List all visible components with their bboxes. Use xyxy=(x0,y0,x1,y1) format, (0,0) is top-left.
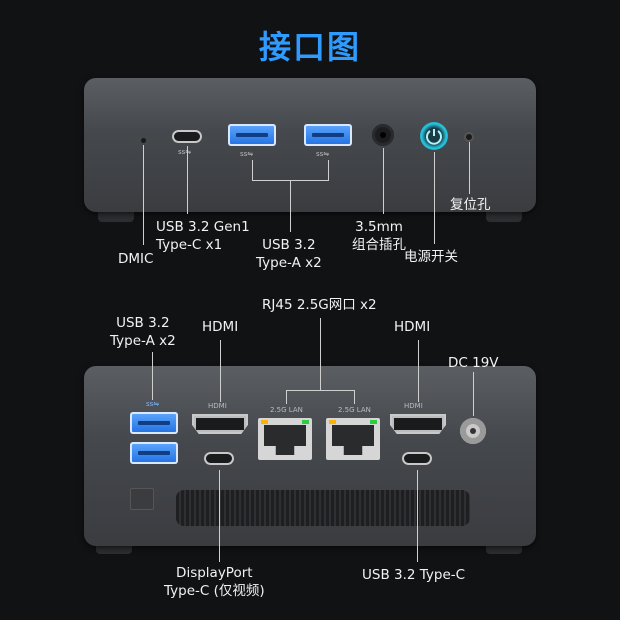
hdmi-port-left xyxy=(192,414,248,434)
label-hdmi-left: HDMI xyxy=(202,319,239,335)
headphone-icon xyxy=(372,124,394,146)
hdmi-port-text-1: HDMI xyxy=(208,402,227,410)
dmic-hole xyxy=(141,138,146,143)
label-front-usba-line1: USB 3.2 xyxy=(262,237,316,253)
front-usba-port-2 xyxy=(304,124,352,146)
label-displayport-line2: Type-C (仅视频) xyxy=(164,583,265,599)
displayport-typec-port xyxy=(204,452,234,465)
label-audio-line1: 3.5mm xyxy=(355,219,403,235)
label-power: 电源开关 xyxy=(404,249,458,265)
label-dmic: DMIC xyxy=(118,251,154,267)
hdmi-port-right xyxy=(390,414,446,434)
label-displayport-line1: DisplayPort xyxy=(176,565,253,581)
label-front-usbc: USB 3.2 Gen1 Type-C x1 xyxy=(156,218,250,254)
rj45-port-2 xyxy=(326,418,380,460)
usb-icon: ss⇋ xyxy=(316,150,330,158)
usb-icon: ss⇋ xyxy=(178,148,192,156)
front-usba-port-1 xyxy=(228,124,276,146)
rear-usba-port-2 xyxy=(130,442,178,464)
label-rear-usbc: USB 3.2 Type-C xyxy=(362,567,466,583)
rear-usbc-port xyxy=(402,452,432,465)
usb-icon: ss⇋ xyxy=(146,400,160,408)
label-front-usba: USB 3.2 Type-A x2 xyxy=(256,236,322,272)
label-audio-line2: 组合插孔 xyxy=(352,237,406,253)
dc-icon xyxy=(460,418,486,444)
label-audio: 3.5mm 组合插孔 xyxy=(352,218,406,254)
label-rear-usba-line2: Type-A x2 xyxy=(110,333,176,349)
label-rear-usba-line1: USB 3.2 xyxy=(116,315,170,331)
label-reset: 复位孔 xyxy=(450,197,491,213)
hdmi-port-text-2: HDMI xyxy=(404,402,423,410)
rj45-port-1 xyxy=(258,418,312,460)
kensington-lock-icon xyxy=(130,488,154,510)
rear-vent xyxy=(176,490,470,526)
page-title: 接口图 xyxy=(258,28,361,66)
front-usbc-port xyxy=(172,130,202,143)
label-rj45: RJ45 2.5G网口 x2 xyxy=(262,297,377,313)
label-displayport: DisplayPort Type-C (仅视频) xyxy=(164,564,265,600)
rear-usba-port-1 xyxy=(130,412,178,434)
usb-icon: ss⇋ xyxy=(240,150,254,158)
label-front-usbc-line1: USB 3.2 Gen1 xyxy=(156,219,250,235)
power-icon xyxy=(426,129,442,145)
lan-port-text-2: 2.5G LAN xyxy=(338,406,371,414)
label-dc: DC 19V xyxy=(448,355,499,371)
label-rear-usba: USB 3.2 Type-A x2 xyxy=(110,314,176,350)
label-hdmi-right: HDMI xyxy=(394,319,431,335)
reset-icon xyxy=(466,134,472,140)
label-front-usbc-line2: Type-C x1 xyxy=(156,237,223,253)
label-front-usba-line2: Type-A x2 xyxy=(256,255,322,271)
lan-port-text-1: 2.5G LAN xyxy=(270,406,303,414)
power-button[interactable] xyxy=(420,122,448,150)
